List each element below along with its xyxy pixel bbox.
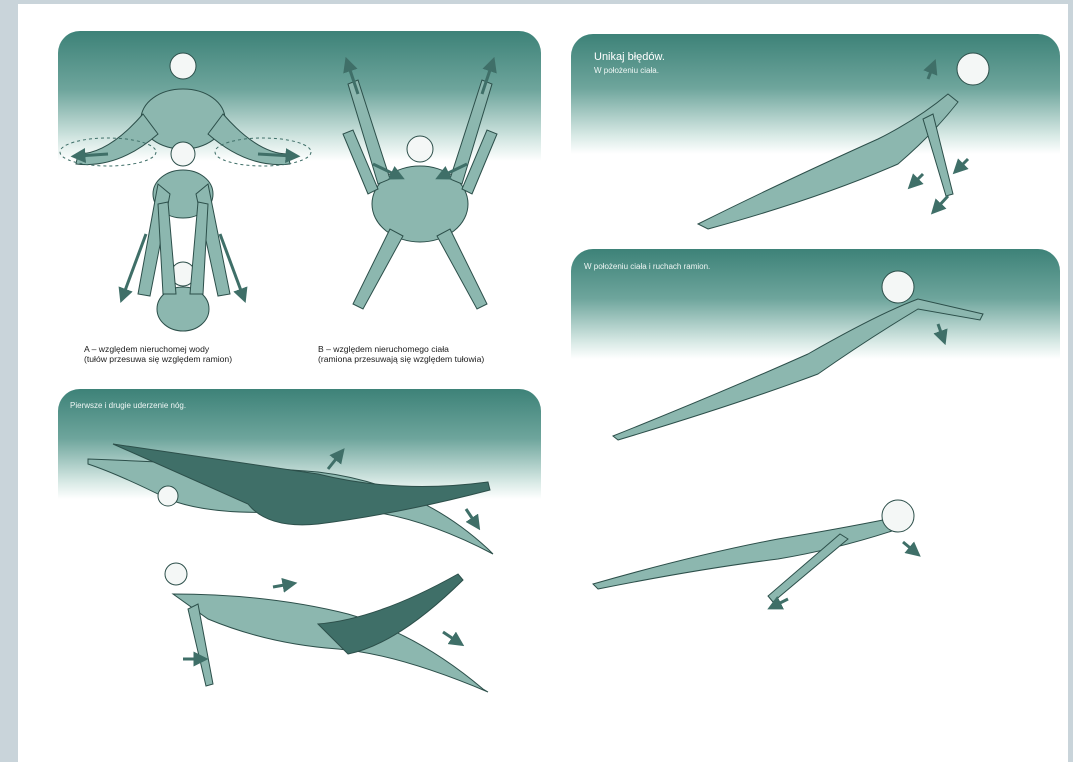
- page-sheet: A – względem nieruchomej wody (tułów prz…: [18, 4, 1068, 762]
- caption-b-line1: B – względem nieruchomego ciała: [318, 344, 484, 354]
- errors-heading: Unikaj błędów.: [594, 51, 665, 63]
- page-edge: [1068, 0, 1073, 762]
- figure-b-swimmer: [343, 80, 497, 309]
- error-arrows-2: [938, 324, 943, 338]
- caption-a-line2: (tułów przesuwa się względem ramion): [84, 354, 232, 364]
- kick-label: Pierwsze i drugie uderzenie nóg.: [70, 401, 186, 410]
- figure-a-swimmers: [76, 53, 290, 331]
- error-swimmer-2: [613, 271, 983, 440]
- caption-b: B – względem nieruchomego ciała (ramiona…: [318, 344, 484, 364]
- caption-a-line1: A – względem nieruchomej wody: [84, 344, 232, 354]
- illustrations: [18, 4, 1068, 762]
- caption-b-line2: (ramiona przesuwają się względem tułowia…: [318, 354, 484, 364]
- caption-a: A – względem nieruchomej wody (tułów prz…: [84, 344, 232, 364]
- kick-swimmer-upper: [88, 444, 493, 554]
- error-swimmer-1: [698, 53, 989, 229]
- kick-swimmer-lower: [165, 563, 488, 692]
- body-arm-label: W położeniu ciała i ruchach ramion.: [584, 262, 710, 271]
- body-position-label: W położeniu ciała.: [594, 66, 659, 75]
- error-swimmer-3: [593, 500, 914, 602]
